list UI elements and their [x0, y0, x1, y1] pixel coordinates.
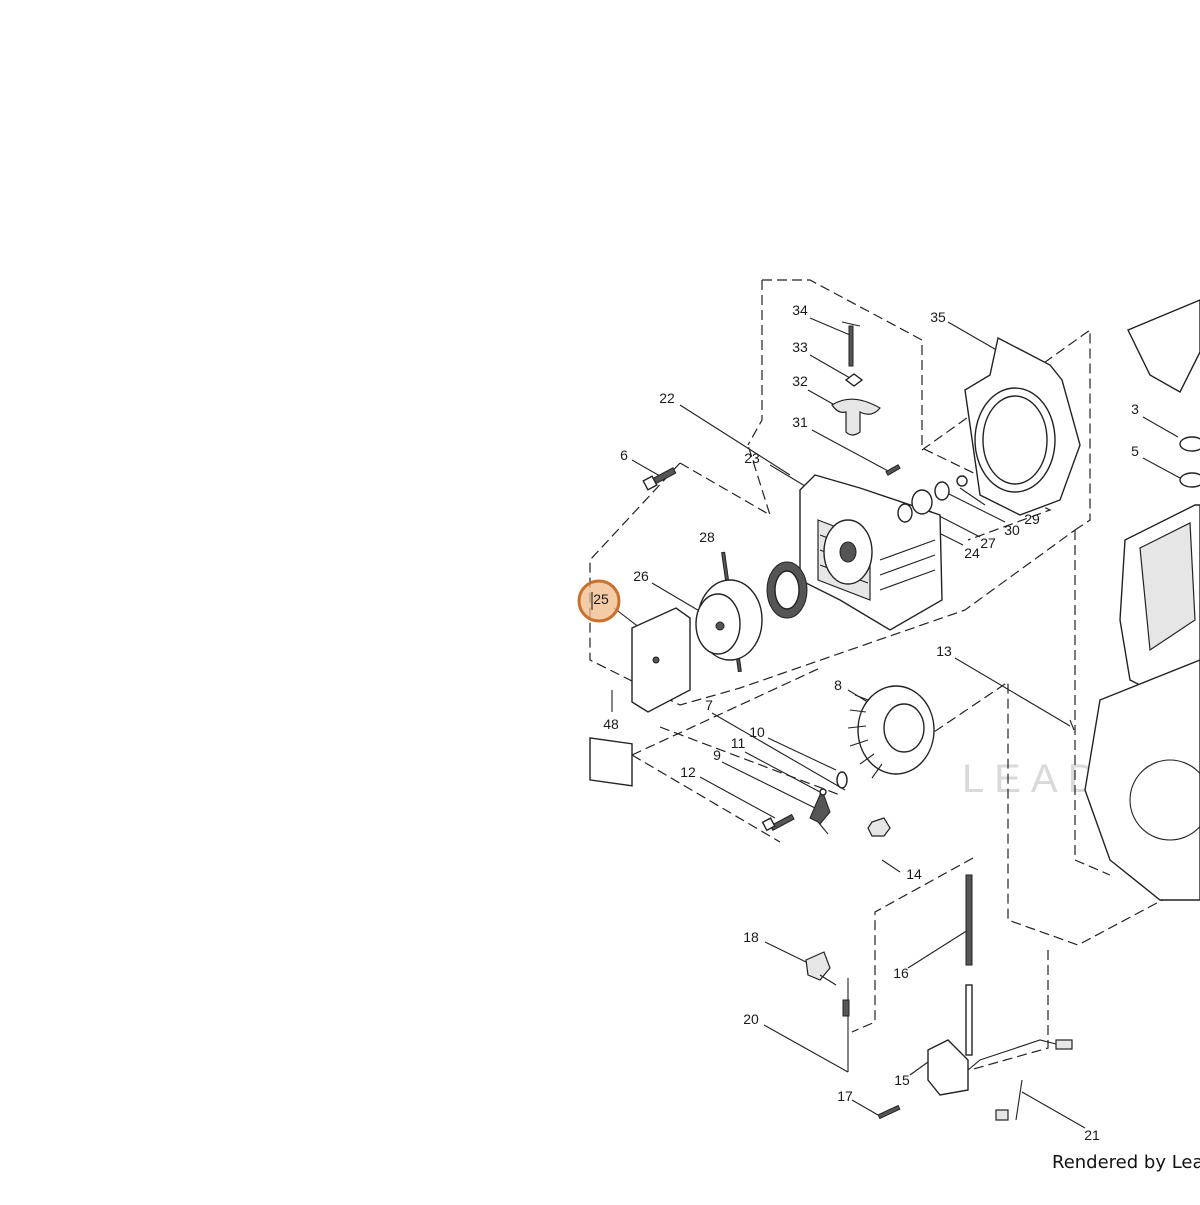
part-engine-block	[1084, 504, 1200, 901]
part-washer-27	[911, 489, 933, 515]
part-spring-pin	[848, 325, 854, 367]
callout-label-14[interactable]: 14	[906, 866, 922, 882]
part-rod-16b	[965, 984, 973, 1056]
part-plate-48	[589, 737, 633, 787]
callout-label-13[interactable]: 13	[936, 643, 952, 659]
part-spring-20	[842, 999, 850, 1017]
callout-label-31[interactable]: 31	[792, 414, 808, 430]
callout-label-6[interactable]: 6	[620, 447, 628, 463]
callout-label-32[interactable]: 32	[792, 373, 808, 389]
part-plug-cap-18	[805, 951, 837, 986]
part-screw-31	[885, 464, 901, 476]
callout-label-7[interactable]: 7	[705, 697, 713, 713]
callout-labels: 3433323135222362930272428262548138710119…	[593, 302, 1139, 1143]
highlighted-callout-marker[interactable]	[577, 579, 621, 623]
part-washer-11	[819, 788, 827, 796]
callout-label-34[interactable]: 34	[792, 302, 808, 318]
callout-label-24[interactable]: 24	[964, 545, 980, 561]
part-starter-handle	[831, 398, 881, 436]
callout-label-30[interactable]: 30	[1004, 522, 1020, 538]
callout-label-25[interactable]: 25	[593, 591, 609, 607]
callout-label-10[interactable]: 10	[749, 724, 765, 740]
callout-label-12[interactable]: 12	[680, 764, 696, 780]
render-credit: Rendered by LeadV	[1052, 1152, 1200, 1173]
callout-label-11[interactable]: 11	[731, 735, 746, 751]
part-bolt-12	[761, 813, 795, 832]
part-rod-16	[965, 874, 973, 966]
part-washer-30	[934, 481, 950, 501]
part-starter-pulley	[695, 579, 763, 661]
watermark-text: LEAD	[962, 757, 1107, 801]
callout-label-29[interactable]: 29	[1024, 511, 1040, 527]
callout-label-27[interactable]: 27	[980, 535, 996, 551]
callout-label-22[interactable]: 22	[659, 390, 675, 406]
callout-label-33[interactable]: 33	[792, 339, 808, 355]
callout-label-21[interactable]: 21	[1084, 1127, 1100, 1143]
dashed-group-outlines	[589, 279, 1200, 1071]
part-flywheel	[847, 685, 935, 779]
part-washer-small	[844, 373, 864, 387]
callout-label-20[interactable]: 20	[743, 1011, 759, 1027]
part-washer-24	[897, 503, 913, 523]
callout-label-26[interactable]: 26	[633, 568, 649, 584]
callout-label-8[interactable]: 8	[834, 677, 842, 693]
part-gasket-3	[1179, 436, 1200, 452]
part-pin-13	[1069, 719, 1075, 731]
part-circlip-10	[836, 771, 848, 789]
part-top-cover	[1127, 299, 1200, 393]
callout-label-48[interactable]: 48	[603, 716, 619, 732]
part-washer-5	[1179, 472, 1200, 488]
part-pawl-9	[809, 788, 831, 835]
part-fan-housing	[964, 336, 1081, 516]
callout-label-23[interactable]: 23	[744, 450, 760, 466]
part-drawings	[589, 299, 1200, 1121]
part-nut-14	[867, 817, 891, 837]
part-screw-6	[642, 467, 677, 491]
callout-label-15[interactable]: 15	[894, 1072, 910, 1088]
callout-label-5[interactable]: 5	[1131, 443, 1139, 459]
callout-label-28[interactable]: 28	[699, 529, 715, 545]
part-screw-17	[877, 1104, 901, 1120]
callout-label-18[interactable]: 18	[743, 929, 759, 945]
part-washer-29	[956, 475, 968, 487]
part-spring-housing	[631, 607, 691, 713]
part-spring-disc	[766, 561, 808, 619]
callout-label-35[interactable]: 35	[930, 309, 946, 325]
callout-label-9[interactable]: 9	[713, 747, 721, 763]
part-ignition-module	[927, 1039, 1073, 1121]
callout-label-16[interactable]: 16	[893, 965, 909, 981]
callout-label-17[interactable]: 17	[837, 1088, 853, 1104]
callout-label-3[interactable]: 3	[1131, 401, 1139, 417]
